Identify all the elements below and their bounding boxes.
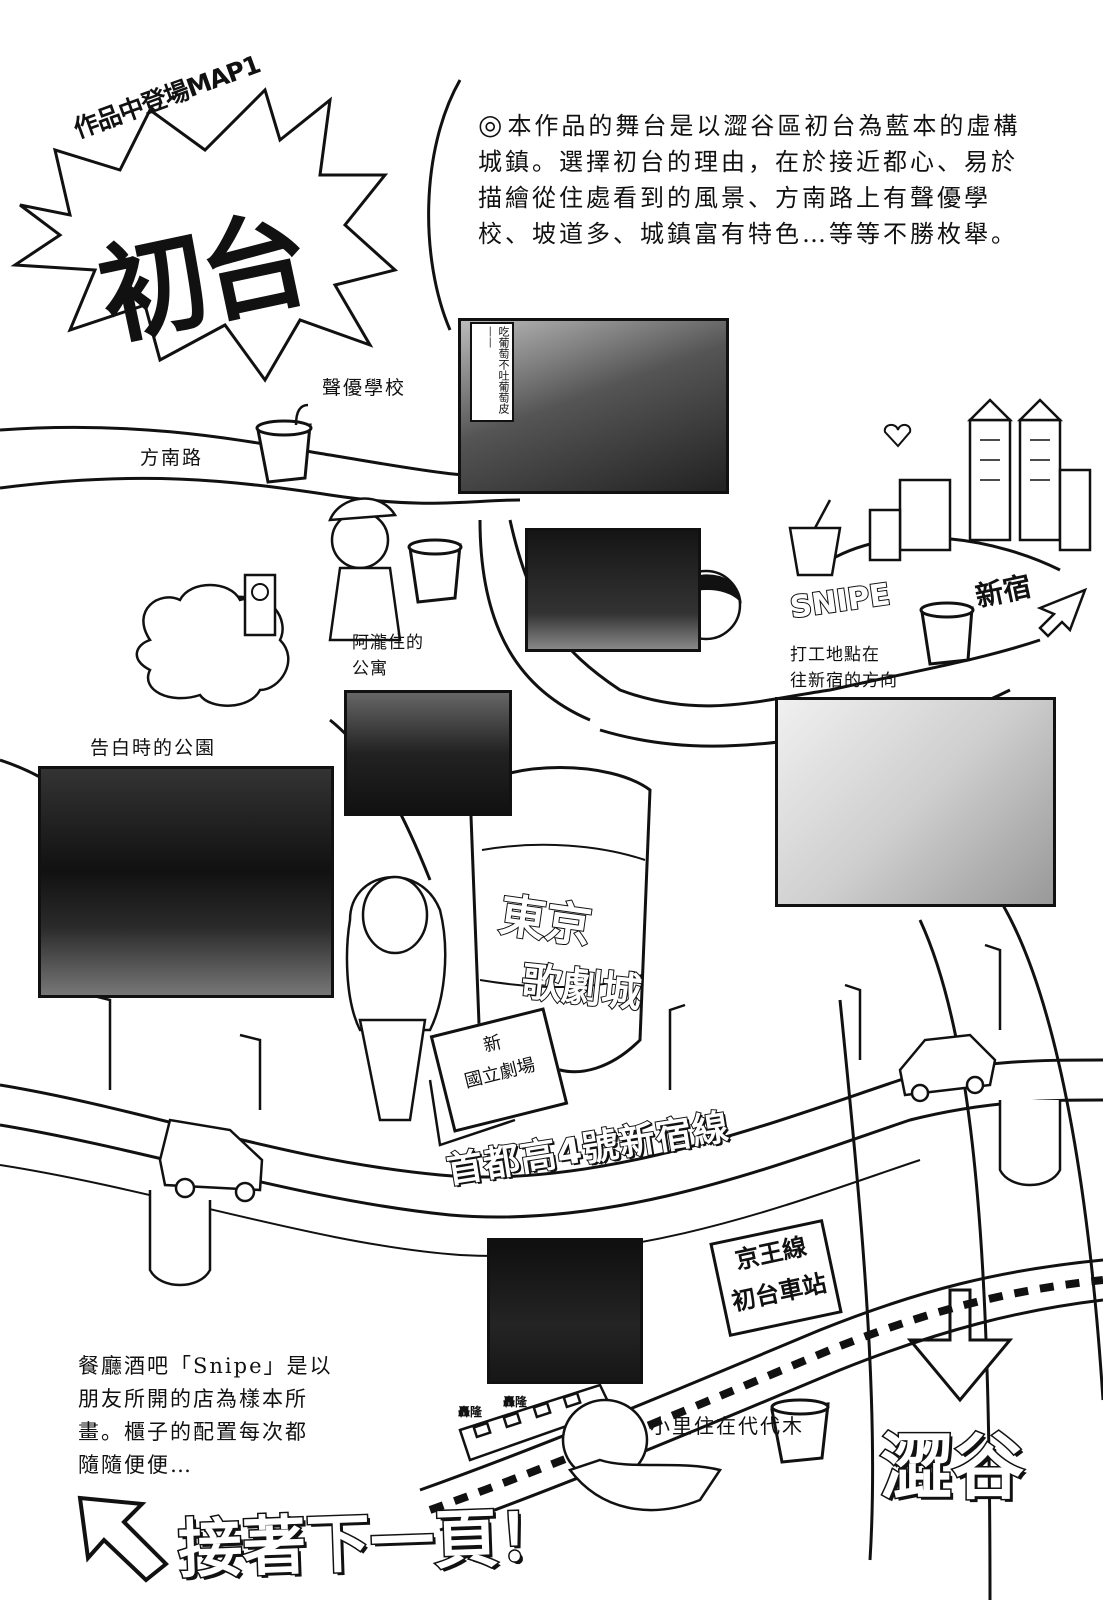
back-arrow-icon <box>77 1495 169 1583</box>
photo-snipe-bar <box>487 1238 643 1384</box>
label-xiaoli: 小里住在代代木 <box>650 1414 804 1438</box>
intro-paragraph: ◎本作品的舞台是以澀谷區初台為藍本的虛構城鎮。選擇初台的理由，在於接近都心、易於… <box>478 107 1038 252</box>
label-workplace: 打工地點在 往新宿的方向 <box>790 645 898 691</box>
shinjuku-arrow-icon <box>1036 587 1088 638</box>
next-page-label: 接著下一頁！ <box>176 1499 565 1589</box>
speech-bubble: 吃葡萄不吐葡萄皮—— <box>470 322 514 422</box>
train-sound-2: 轟隆 <box>503 1395 528 1409</box>
label-apartment: 阿瀧住的 公寓 <box>352 633 424 679</box>
label-voice-school: 聲優學校 <box>322 377 407 399</box>
car-right <box>898 1033 997 1103</box>
photo-workplace <box>775 697 1056 907</box>
character-girl-tall <box>345 875 447 1122</box>
car-left <box>158 1118 264 1203</box>
character-man <box>328 497 402 642</box>
shibuya-arrow-icon <box>906 1288 1014 1403</box>
label-park: 告白時的公園 <box>90 737 217 759</box>
tower-label-tokyo: 東京 <box>495 887 596 955</box>
photo-park <box>38 766 334 998</box>
label-fangnan-road: 方南路 <box>140 447 204 469</box>
label-shibuya: 澀谷 <box>878 1424 1025 1511</box>
title-starburst <box>10 87 399 383</box>
photo-road-night <box>525 528 701 652</box>
opera-tower <box>468 766 652 1074</box>
heart-icon <box>883 424 912 448</box>
drink-glass-icon <box>788 499 842 577</box>
train-sound-1: 轟隆 <box>458 1405 483 1419</box>
railway <box>419 1258 1103 1492</box>
spiral-bullet-icon: ◎ <box>478 108 506 141</box>
character-xiaoli <box>561 1398 723 1512</box>
photo-apartment <box>344 690 512 816</box>
snipe-note: 餐廳酒吧「Snipe」是以 朋友所開的店為樣本所 畫。櫃子的配置每次都 隨隨便便… <box>78 1354 333 1477</box>
intro-text: 本作品的舞台是以澀谷區初台為藍本的虛構城鎮。選擇初台的理由，在於接近都心、易於描… <box>478 112 1021 248</box>
